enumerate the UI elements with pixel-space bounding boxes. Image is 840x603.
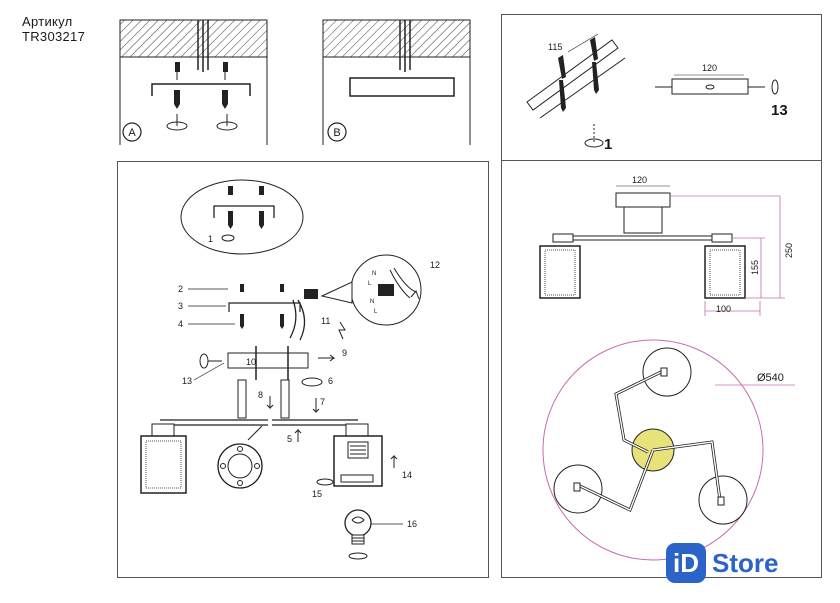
- variant-b-label: B: [333, 127, 340, 139]
- callout-7: 7: [320, 397, 325, 407]
- dim-120-side: 120: [632, 175, 647, 185]
- callout-1: 1: [208, 234, 213, 244]
- callout-14: 14: [402, 470, 412, 480]
- panel-main-assembly: [117, 161, 489, 578]
- panel-bottom-right: [501, 160, 822, 578]
- variant-a-marker: [122, 122, 142, 142]
- dim-115: 115: [548, 42, 562, 52]
- top-view-diameter: Ø540: [542, 339, 795, 561]
- logo-text: Store: [712, 547, 779, 578]
- callout-8: 8: [258, 390, 263, 400]
- dim-250: 250: [784, 243, 794, 258]
- variant-b-marker: [327, 122, 347, 142]
- wire-n-upper: N: [372, 271, 376, 277]
- dim-100: 100: [716, 304, 731, 314]
- callout-13: 13: [182, 376, 192, 386]
- step-1-label: 1: [604, 136, 612, 153]
- callout-15: 15: [312, 489, 322, 499]
- mounting-bar-side: 120 13: [655, 63, 788, 119]
- callout-9: 9: [342, 348, 347, 358]
- idstore-logo: iD Store: [666, 543, 778, 583]
- wire-l-upper: L: [368, 281, 372, 287]
- dowel-icon: [175, 62, 228, 80]
- dim-155: 155: [750, 260, 760, 275]
- screw-icon: [174, 90, 228, 109]
- article-block: Артикул TR303217: [22, 14, 85, 44]
- callout-2: 2: [178, 284, 183, 294]
- callout-16: 16: [407, 519, 417, 529]
- wire-n-lower: N: [370, 299, 374, 305]
- callout-3: 3: [178, 301, 183, 311]
- callout-12: 12: [430, 260, 440, 270]
- callout-5: 5: [287, 434, 292, 444]
- article-code: TR303217: [22, 29, 86, 44]
- variant-a-diagram: A: [119, 19, 268, 145]
- variant-a-label: A: [128, 127, 136, 139]
- ceiling-b: [322, 19, 471, 58]
- variant-b-diagram: B: [322, 19, 471, 145]
- assembly-detail-bubble: 1: [180, 179, 304, 255]
- ceiling-a: [119, 19, 268, 58]
- dim-120-top: 120: [702, 63, 717, 73]
- callout-6: 6: [328, 376, 333, 386]
- mounting-bar-b: [349, 77, 455, 97]
- step-13-label: 13: [771, 102, 788, 119]
- mounting-plate-a: [151, 83, 251, 96]
- side-view-dimensions: 120 250 155 100: [539, 175, 794, 316]
- callout-10: 10: [246, 357, 256, 367]
- assembly-explode: 2 3 4 11 12 N L N L 10 9 13: [140, 254, 440, 560]
- wire-l-lower: L: [374, 309, 378, 315]
- rotate-arrow-icon: [166, 114, 238, 131]
- diameter-label: Ø540: [757, 372, 784, 384]
- callout-4: 4: [178, 319, 183, 329]
- article-label: Артикул: [22, 14, 73, 29]
- callout-11: 11: [321, 316, 330, 326]
- logo-badge: iD: [666, 543, 706, 583]
- mounting-bar-install: 115 1: [526, 33, 626, 153]
